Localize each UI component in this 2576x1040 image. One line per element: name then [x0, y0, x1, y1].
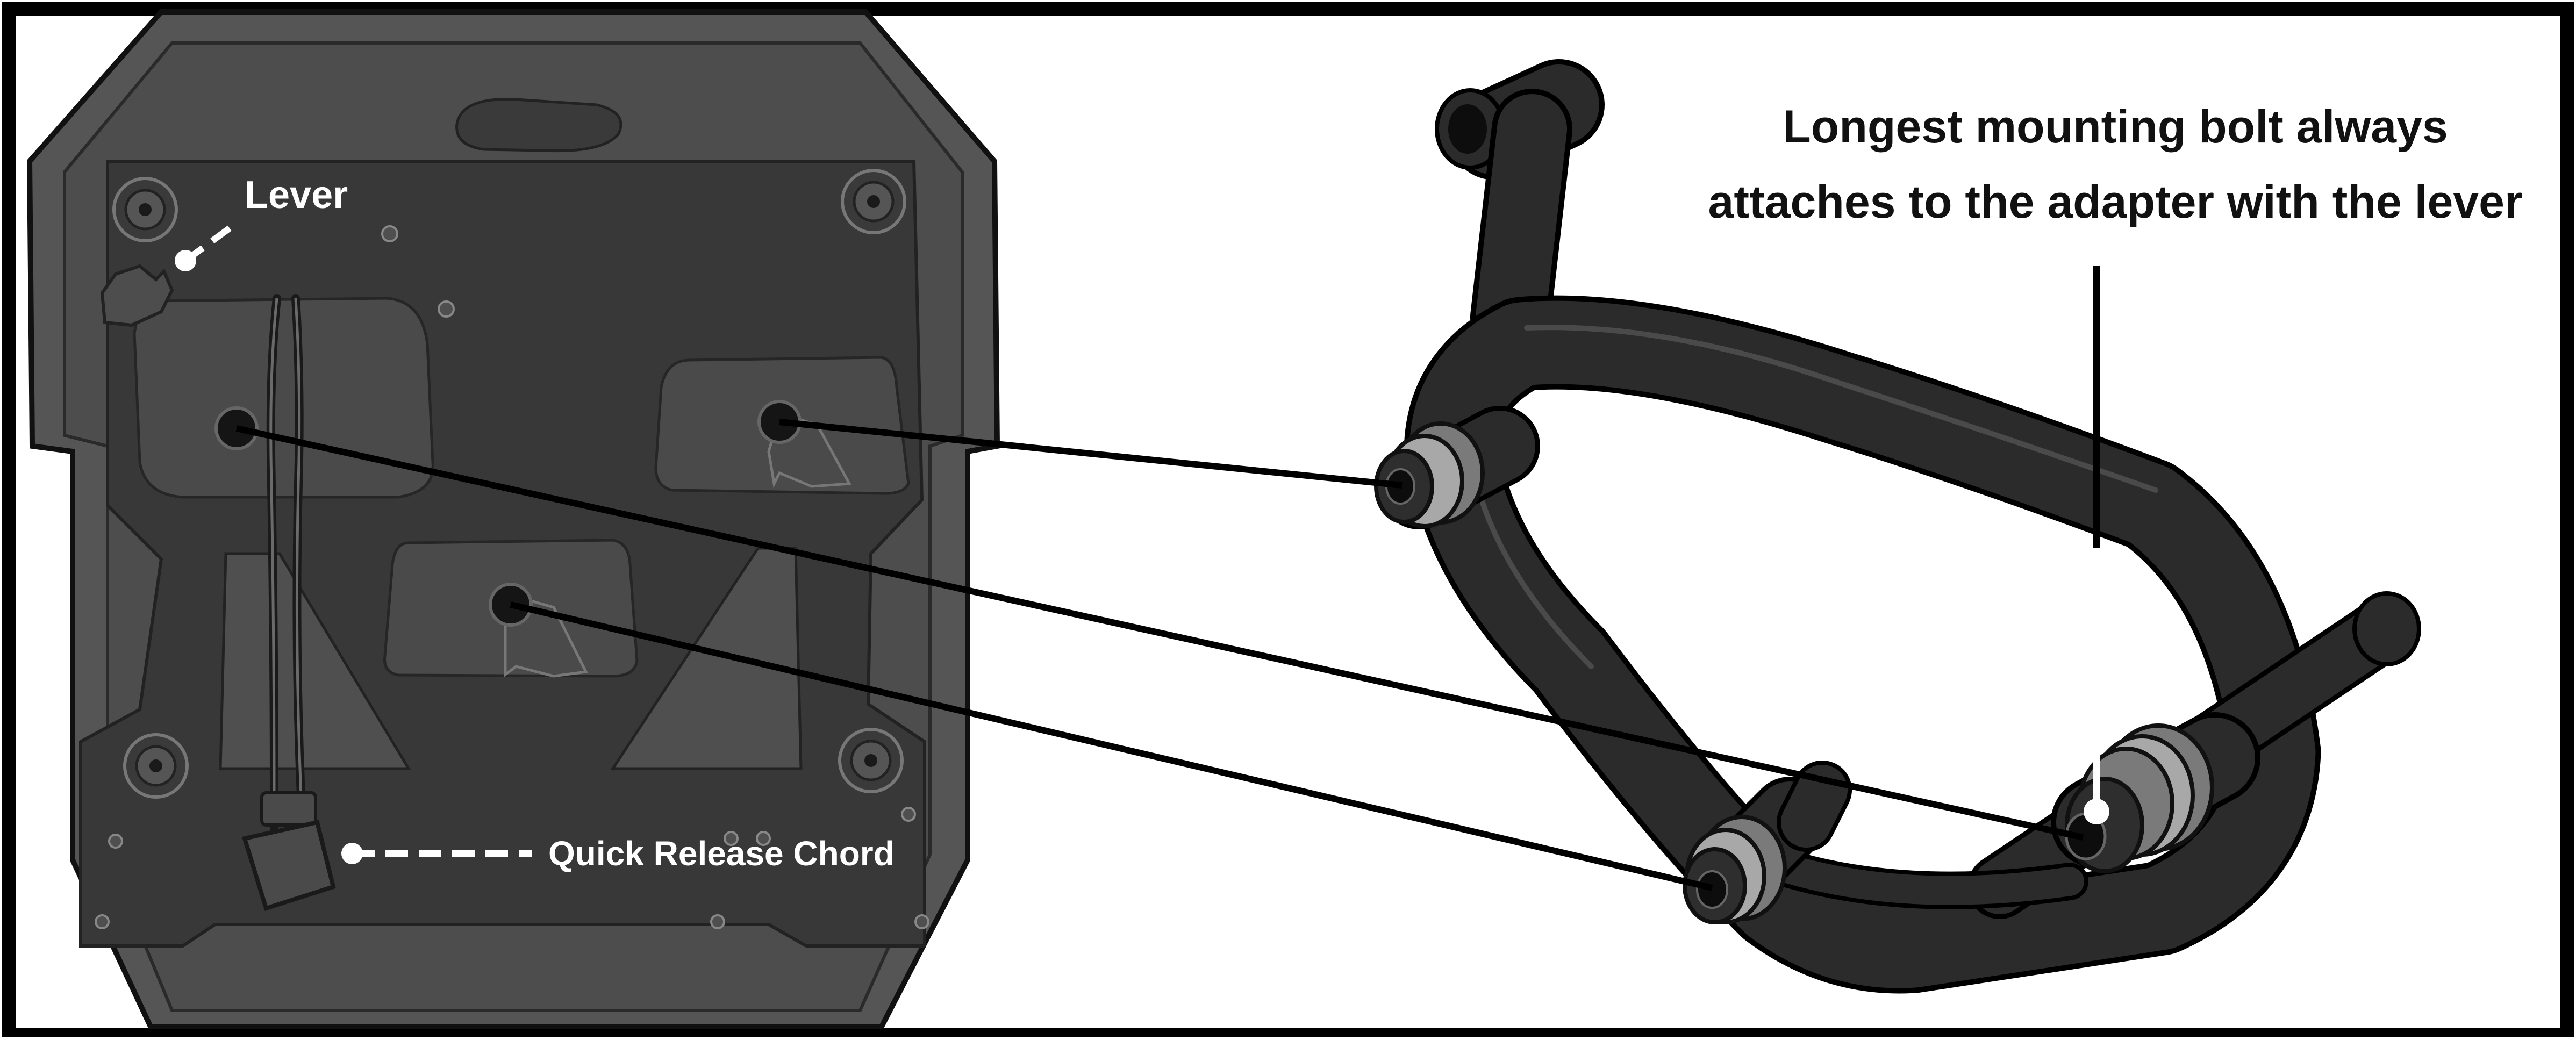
adapter-lower-left	[1683, 761, 1852, 924]
device-housing	[26, 9, 1000, 1029]
left-pad	[133, 297, 434, 499]
adapter-upper-left	[1374, 406, 1540, 529]
note-line-2: attaches to the adapter with the lever	[1708, 176, 2523, 228]
line-left-hole-to-lever-adapter	[235, 425, 2084, 841]
corner-screws	[112, 169, 906, 799]
label-quick-release: Quick Release Chord	[548, 834, 895, 873]
bracket-top-stub	[1435, 59, 1605, 357]
lever	[100, 264, 174, 327]
left-cutout	[219, 552, 411, 770]
cord-clip	[241, 820, 336, 912]
top-slot	[455, 98, 622, 153]
connector-lines	[235, 419, 2084, 891]
line-right-hole-to-upper-adapter	[779, 419, 1403, 489]
note-line-1: Longest mounting bolt always	[1783, 101, 2448, 153]
note-dot	[2084, 799, 2109, 824]
quick-release-dot	[341, 843, 363, 864]
line-center-hole-to-lower-adapter	[510, 601, 1713, 891]
adapter-with-lever	[2051, 712, 2260, 873]
label-lever: Lever	[245, 174, 348, 217]
lever-dot	[175, 250, 196, 271]
